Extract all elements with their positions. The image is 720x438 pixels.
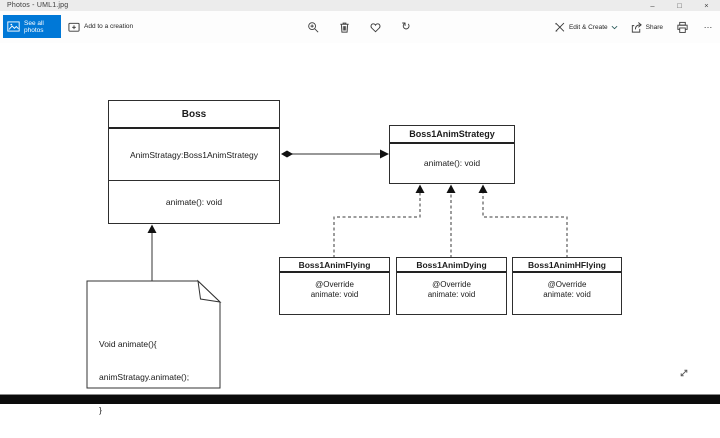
hflying-body: @Override animate: void bbox=[513, 273, 621, 300]
note-connector-arrow bbox=[147, 224, 157, 233]
flying-body: @Override animate: void bbox=[280, 273, 389, 300]
photo-canvas: Boss AnimStratagy:Boss1AnimStrategy anim… bbox=[86, 100, 692, 415]
rotate-button[interactable]: ↻ bbox=[399, 20, 413, 34]
zoom-icon bbox=[307, 21, 320, 34]
association-arrow bbox=[380, 149, 389, 159]
edit-create-label: Edit & Create bbox=[568, 23, 608, 31]
realization-hflying-arrow bbox=[478, 184, 488, 193]
boss-attribute: AnimStratagy:Boss1AnimStrategy bbox=[109, 129, 279, 181]
uml-class-strategy: Boss1AnimStrategy animate(): void bbox=[389, 125, 515, 184]
more-icon: … bbox=[703, 19, 713, 30]
realization-flying bbox=[333, 190, 421, 258]
flying-title: Boss1AnimFlying bbox=[280, 258, 389, 273]
see-all-photos-label: See all photos bbox=[24, 19, 44, 34]
uml-class-flying: Boss1AnimFlying @Override animate: void bbox=[279, 257, 390, 315]
window-controls: – □ × bbox=[639, 0, 720, 11]
hflying-title: Boss1AnimHFlying bbox=[513, 258, 621, 273]
minimize-button[interactable]: – bbox=[650, 0, 655, 10]
chevron-down-icon bbox=[611, 25, 618, 30]
toolbar-right-group: Edit & Create Share bbox=[554, 11, 715, 43]
dying-method: animate: void bbox=[427, 290, 476, 299]
delete-icon bbox=[338, 21, 351, 34]
expand-button[interactable] bbox=[676, 365, 692, 381]
dying-annotation: @Override bbox=[432, 280, 471, 289]
rotate-icon: ↻ bbox=[401, 20, 411, 33]
print-button[interactable] bbox=[675, 20, 689, 34]
note-line-2: animStratagy.animate(); bbox=[99, 372, 190, 382]
see-all-photos-button[interactable]: See all photos bbox=[3, 15, 61, 38]
flying-annotation: @Override bbox=[315, 280, 354, 289]
toolbar-center-icons: ↻ bbox=[306, 11, 413, 43]
favorite-button[interactable] bbox=[368, 20, 382, 34]
photos-icon bbox=[7, 21, 20, 32]
hflying-method: animate: void bbox=[543, 290, 591, 299]
share-label: Share bbox=[645, 23, 663, 31]
realization-dying-arrow bbox=[446, 184, 456, 193]
dying-title: Boss1AnimDying bbox=[397, 258, 506, 273]
uml-class-dying: Boss1AnimDying @Override animate: void bbox=[396, 257, 507, 315]
note-line-1: Void animate(){ bbox=[99, 339, 157, 349]
add-to-creation-button[interactable]: Add to a creation bbox=[64, 15, 137, 38]
boss-title: Boss bbox=[109, 101, 279, 129]
share-icon bbox=[630, 21, 643, 34]
uml-class-boss: Boss AnimStratagy:Boss1AnimStrategy anim… bbox=[108, 100, 280, 224]
close-button[interactable]: × bbox=[704, 0, 709, 10]
edit-create-icon bbox=[554, 21, 566, 33]
heart-icon bbox=[369, 21, 382, 34]
share-button[interactable]: Share bbox=[630, 21, 663, 34]
print-icon bbox=[676, 21, 689, 34]
strategy-title: Boss1AnimStrategy bbox=[390, 126, 514, 144]
boss-method: animate(): void bbox=[165, 197, 223, 207]
note-fold bbox=[197, 279, 222, 303]
maximize-button[interactable]: □ bbox=[677, 0, 682, 10]
uml-class-hflying: Boss1AnimHFlying @Override animate: void bbox=[512, 257, 622, 315]
realization-hflying bbox=[482, 190, 568, 258]
flying-method: animate: void bbox=[310, 290, 359, 299]
strategy-method: animate(): void bbox=[423, 158, 481, 168]
hflying-annotation: @Override bbox=[547, 280, 587, 289]
zoom-button[interactable] bbox=[306, 20, 320, 34]
add-to-creation-icon bbox=[68, 21, 80, 33]
association-diamond bbox=[281, 150, 293, 158]
delete-button[interactable] bbox=[337, 20, 351, 34]
add-to-creation-label: Add to a creation bbox=[84, 23, 134, 30]
note-line-3: } bbox=[99, 405, 102, 415]
bottom-bar bbox=[0, 394, 720, 404]
uml-note: Void animate(){ animStratagy.animate(); … bbox=[99, 317, 189, 438]
edit-create-button[interactable]: Edit & Create bbox=[554, 21, 618, 33]
window-title: Photos - UML1.jpg bbox=[7, 2, 69, 9]
realization-flying-arrow bbox=[415, 184, 425, 193]
expand-icon bbox=[677, 366, 691, 380]
toolbar: See all photos Add to a creation bbox=[0, 11, 720, 43]
window-titlebar: Photos - UML1.jpg – □ × bbox=[0, 0, 720, 11]
see-more-button[interactable]: … bbox=[701, 20, 715, 34]
dying-body: @Override animate: void bbox=[397, 273, 506, 300]
